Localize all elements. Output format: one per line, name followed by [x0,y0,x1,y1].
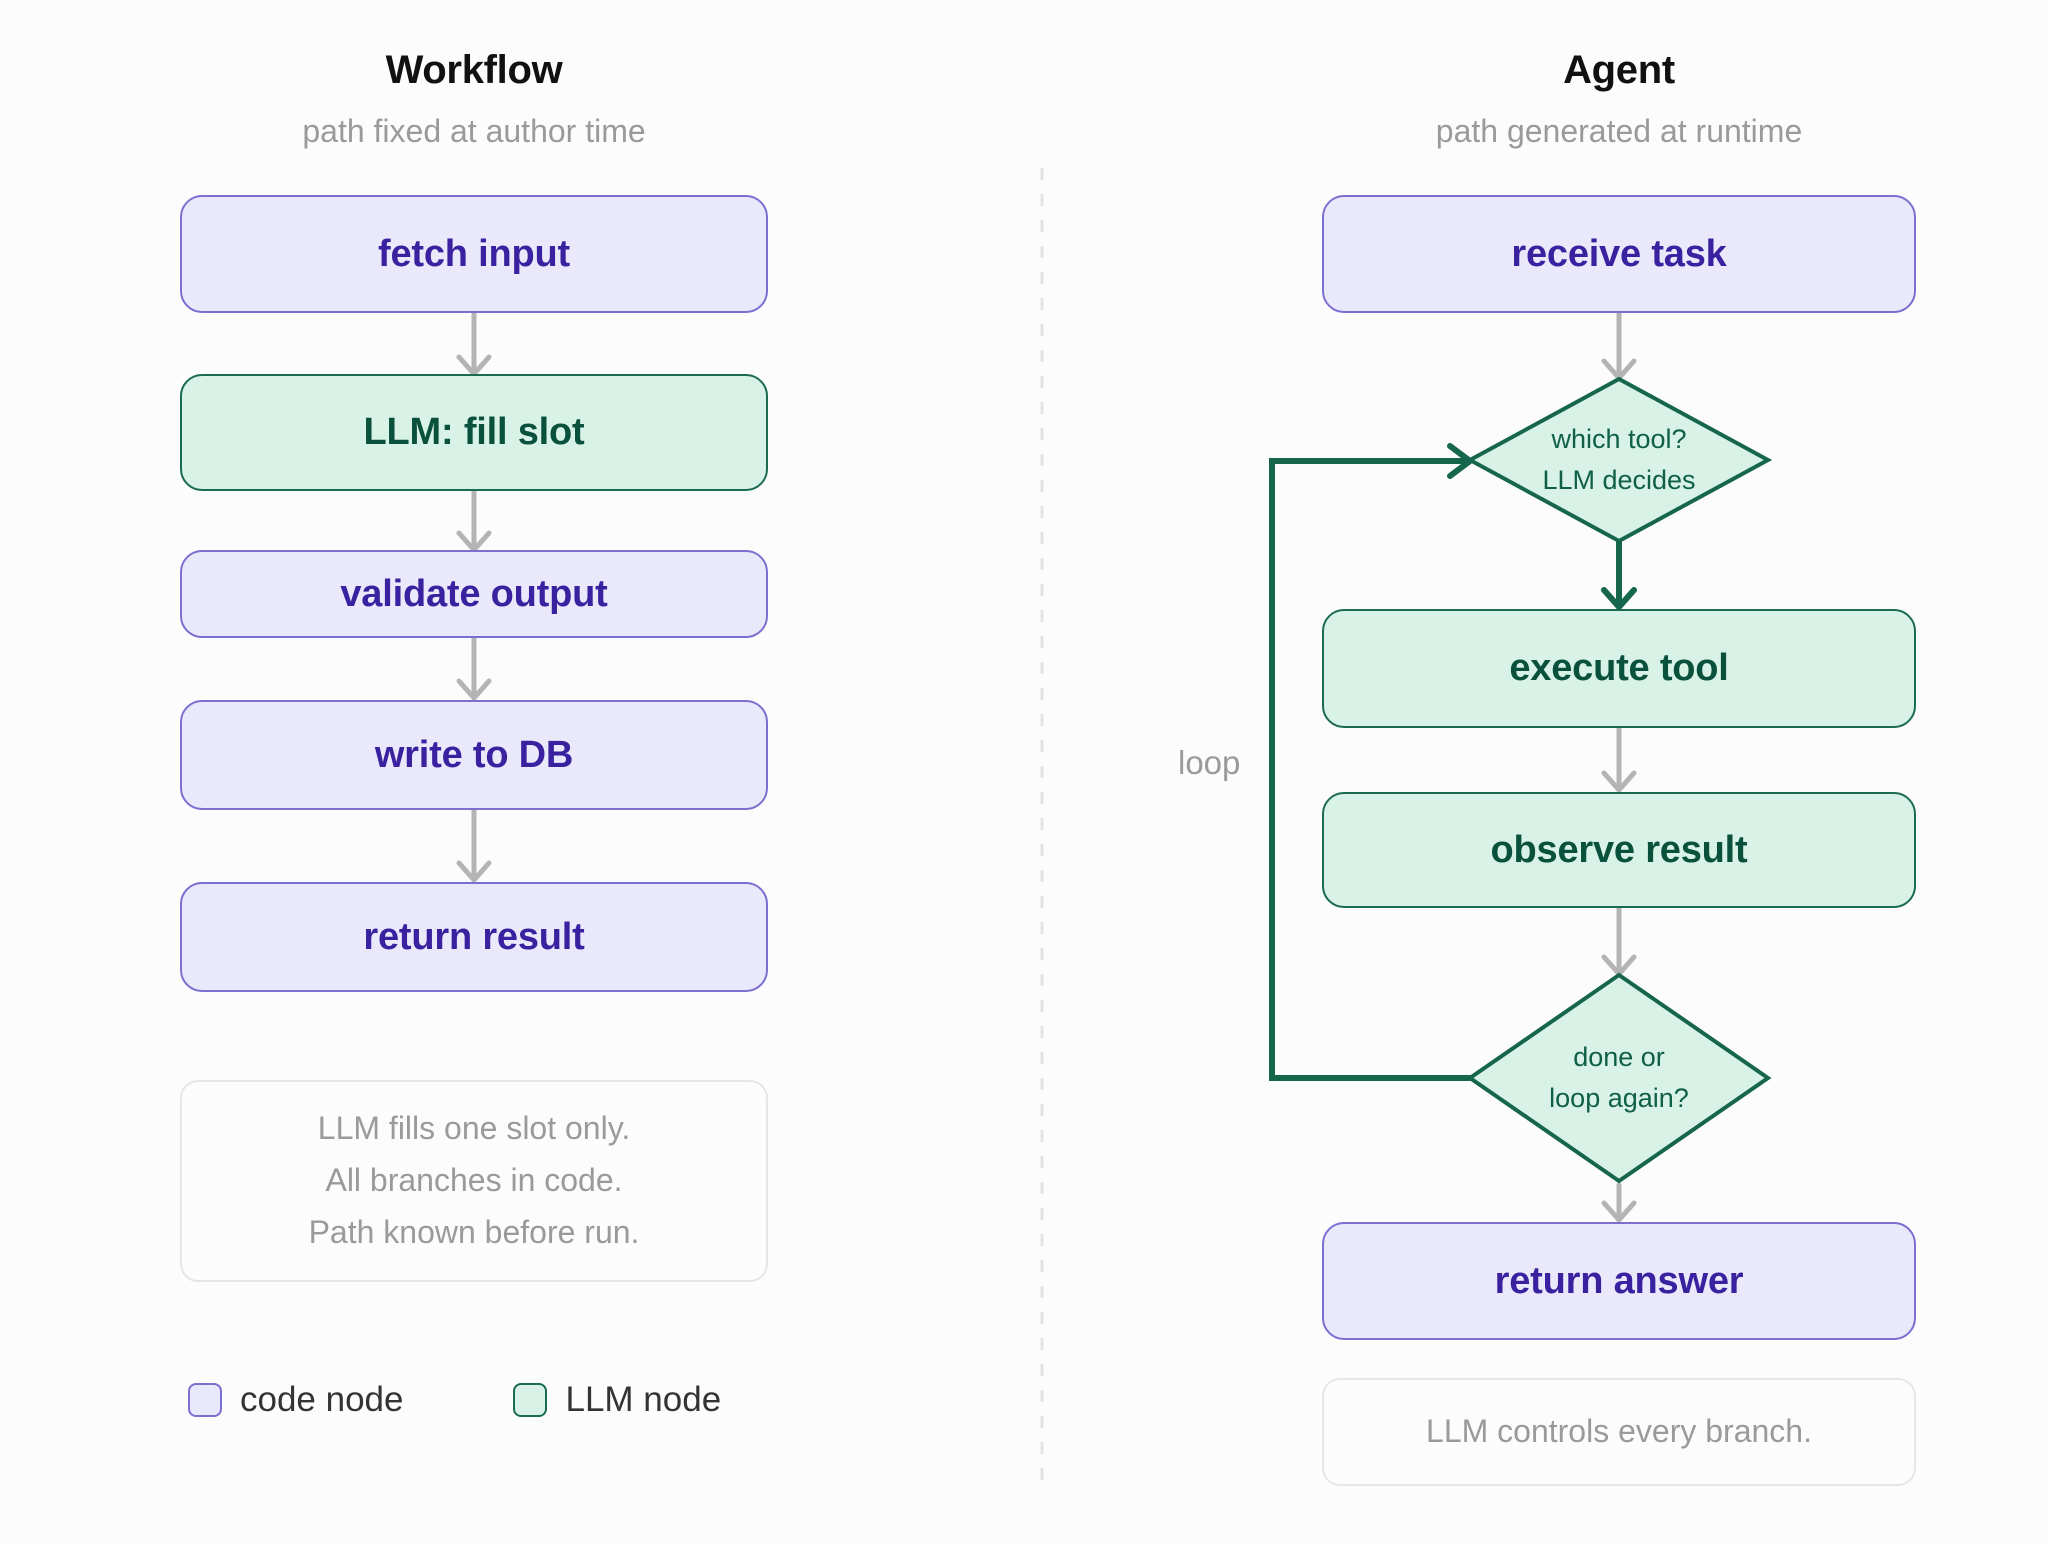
arrowhead-decision-to-execute [1601,587,1637,610]
workflow-note: LLM fills one slot only. All branches in… [180,1080,768,1282]
node-receive-task[interactable]: receive task [1322,195,1916,313]
arrowhead-receive-to-decision [1601,358,1637,381]
node-observe-result[interactable]: observe result [1322,792,1916,908]
agent-note-line-1: LLM controls every branch. [1426,1413,1812,1450]
node-write-to-db[interactable]: write to DB [180,700,768,810]
decision-which-tool-label: which tool? LLM decides [1469,378,1769,542]
legend-label-llm-node: LLM node [565,1380,722,1419]
legend-item-code-node: code node [188,1380,403,1420]
decision-which-tool-line-2: LLM decides [1542,465,1696,495]
node-return-answer[interactable]: return answer [1322,1222,1916,1340]
workflow-note-line-3: Path known before run. [308,1213,640,1250]
arrowhead-observe-to-decision [1601,954,1637,977]
node-execute-tool[interactable]: execute tool [1322,609,1916,728]
node-fetch-input[interactable]: fetch input [180,195,768,313]
legend-label-code-node: code node [240,1380,404,1419]
agent-subtitle: path generated at runtime [1435,113,1803,149]
arrowhead-loop-back [1447,443,1473,479]
loop-edge-label: loop [1178,744,1241,781]
node-validate-output[interactable]: validate output [180,550,768,638]
code-node-swatch-icon [188,1383,222,1417]
decision-done-or-loop-line-1: done or [1573,1041,1665,1072]
decision-which-tool-line-1: which tool? [1551,423,1687,454]
node-llm-fill-slot[interactable]: LLM: fill slot [180,374,768,491]
legend-item-llm-node: LLM node [513,1380,721,1420]
workflow-note-line-2: All branches in code. [325,1162,623,1199]
llm-node-swatch-icon [513,1383,548,1417]
agent-note: LLM controls every branch. [1322,1378,1916,1486]
agent-title: Agent [1563,48,1675,92]
decision-done-or-loop-label: done or loop again? [1469,974,1769,1182]
node-return-result[interactable]: return result [180,882,768,992]
workflow-subtitle: path fixed at author time [302,113,646,149]
arrowhead-validate-to-write [456,678,492,701]
legend: code node LLM node [188,1380,721,1420]
decision-which-tool-shape [1465,376,1773,544]
arrowhead-execute-to-observe [1601,770,1637,793]
arrowhead-llm-to-validate [456,530,492,553]
workflow-title: Workflow [385,48,563,92]
arrowhead-decision-to-return [1601,1200,1637,1223]
arrowhead-fetch-to-llm [456,354,492,377]
workflow-note-line-1: LLM fills one slot only. [317,1110,631,1147]
decision-done-or-loop[interactable]: done or loop again? [1466,972,1772,1184]
arrowhead-write-to-return [456,860,492,883]
decision-done-or-loop-line-2: loop again? [1549,1083,1689,1113]
decision-which-tool[interactable]: which tool? LLM decides [1465,376,1773,544]
decision-done-or-loop-shape [1466,972,1772,1184]
